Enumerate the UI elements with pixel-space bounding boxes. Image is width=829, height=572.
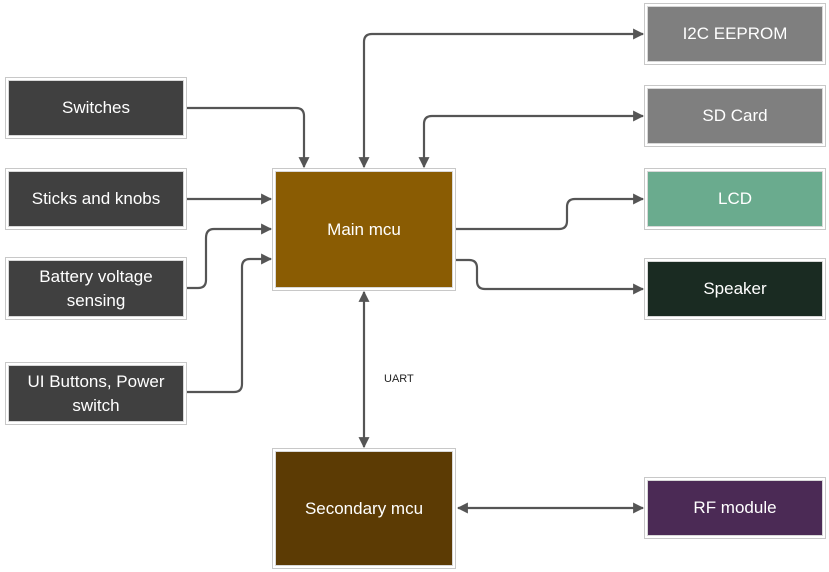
arrow-switches-to-main — [185, 106, 310, 169]
battery-label: Battery voltage sensing — [39, 266, 153, 310]
rf-module-box: RF module — [647, 480, 823, 536]
lcd-label: LCD — [717, 189, 752, 208]
arrow-main-to-speaker — [455, 258, 645, 295]
arrow-main-to-lcd — [455, 193, 645, 231]
sticks-label: Sticks and knobs — [31, 189, 161, 208]
sticks-box: Sticks and knobs — [8, 171, 184, 227]
arrow-uibuttons-to-main — [185, 253, 273, 394]
speaker-box: Speaker — [647, 261, 823, 317]
switches-box: Switches — [8, 80, 184, 136]
switches-label: Switches — [61, 98, 131, 117]
arrow-main-eeprom — [358, 28, 645, 169]
arrow-main-sdcard — [418, 110, 645, 169]
sd-card-box: SD Card — [647, 88, 823, 144]
main-mcu-box: Main mcu — [275, 171, 453, 288]
eeprom-box: I2C EEPROM — [647, 6, 823, 62]
ui-buttons-label: UI Buttons, Power switch — [27, 371, 165, 415]
sd-card-label: SD Card — [702, 106, 768, 125]
rf-module-label: RF module — [693, 498, 777, 517]
arrow-battery-to-main — [185, 223, 273, 290]
uart-label: UART — [384, 373, 414, 385]
main-mcu-label: Main mcu — [327, 219, 401, 239]
speaker-label: Speaker — [703, 279, 767, 298]
ui-buttons-box: UI Buttons, Power switch — [8, 365, 184, 422]
eeprom-label: I2C EEPROM — [682, 24, 788, 43]
secondary-mcu-label: Secondary mcu — [304, 498, 424, 518]
secondary-mcu-box: Secondary mcu — [275, 451, 453, 566]
battery-box: Battery voltage sensing — [8, 260, 184, 317]
lcd-box: LCD — [647, 171, 823, 227]
